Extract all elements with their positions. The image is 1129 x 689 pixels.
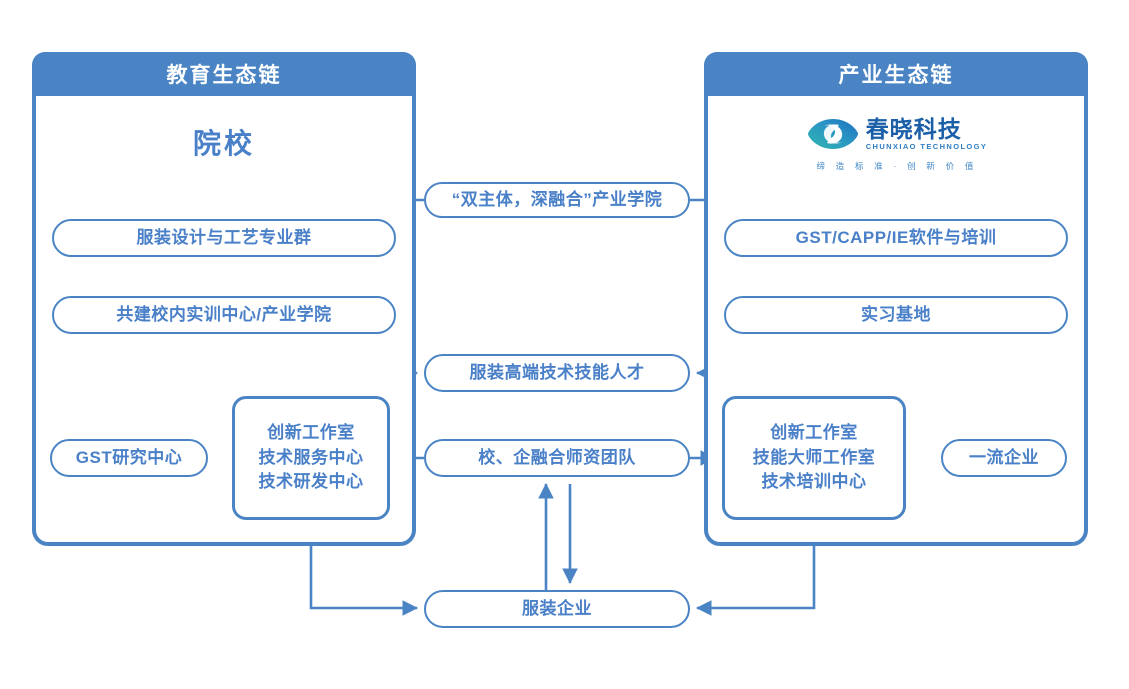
node-gst-research-center[interactable]: GST研究中心 <box>50 439 208 477</box>
node-practice-base[interactable]: 实习基地 <box>724 296 1068 334</box>
node-education-innovation-centers[interactable]: 创新工作室 技术服务中心 技术研发中心 <box>232 396 390 520</box>
node-industry-academy[interactable]: “双主体，深融合”产业学院 <box>424 182 690 218</box>
node-top-enterprise[interactable]: 一流企业 <box>941 439 1067 477</box>
chunxiao-eye-logo-icon <box>807 119 858 149</box>
chunxiao-logo: 春晓科技 CHUNXIAO TECHNOLOGY 缔 造 标 准 · 创 新 价… <box>806 113 988 175</box>
logo-tagline: 缔 造 标 准 · 创 新 价 值 <box>816 161 978 171</box>
innoL-line-2: 技术服务中心 <box>258 447 364 467</box>
panel-industry-header: 产业生态链 <box>704 52 1088 96</box>
innoL-line-1: 创新工作室 <box>267 423 355 443</box>
education-subtitle: 院校 <box>192 128 255 159</box>
edge-innoL-apparel <box>309 520 419 616</box>
node-high-end-talent[interactable]: 服装高端技术技能人才 <box>424 354 690 392</box>
node-major-group[interactable]: 服装设计与工艺专业群 <box>52 219 396 257</box>
node-gst-capp-ie-software[interactable]: GST/CAPP/IE软件与培训 <box>724 219 1068 257</box>
panel-education-header: 教育生态链 <box>32 52 416 96</box>
node-industry-innovation-centers[interactable]: 创新工作室 技能大师工作室 技术培训中心 <box>722 396 906 520</box>
innoL-line-3: 技术研发中心 <box>258 472 364 492</box>
innoR-line-2: 技能大师工作室 <box>752 447 876 467</box>
innoR-line-1: 创新工作室 <box>770 423 858 443</box>
logo-name-cn: 春晓科技 <box>865 115 962 142</box>
edge-innoR-apparel <box>695 520 816 616</box>
logo-name-en: CHUNXIAO TECHNOLOGY <box>865 141 988 151</box>
node-teacher-team[interactable]: 校、企融合师资团队 <box>424 439 690 477</box>
node-apparel-enterprise[interactable]: 服装企业 <box>424 590 690 628</box>
node-training-center[interactable]: 共建校内实训中心/产业学院 <box>52 296 396 334</box>
innoR-line-3: 技术培训中心 <box>761 472 867 492</box>
